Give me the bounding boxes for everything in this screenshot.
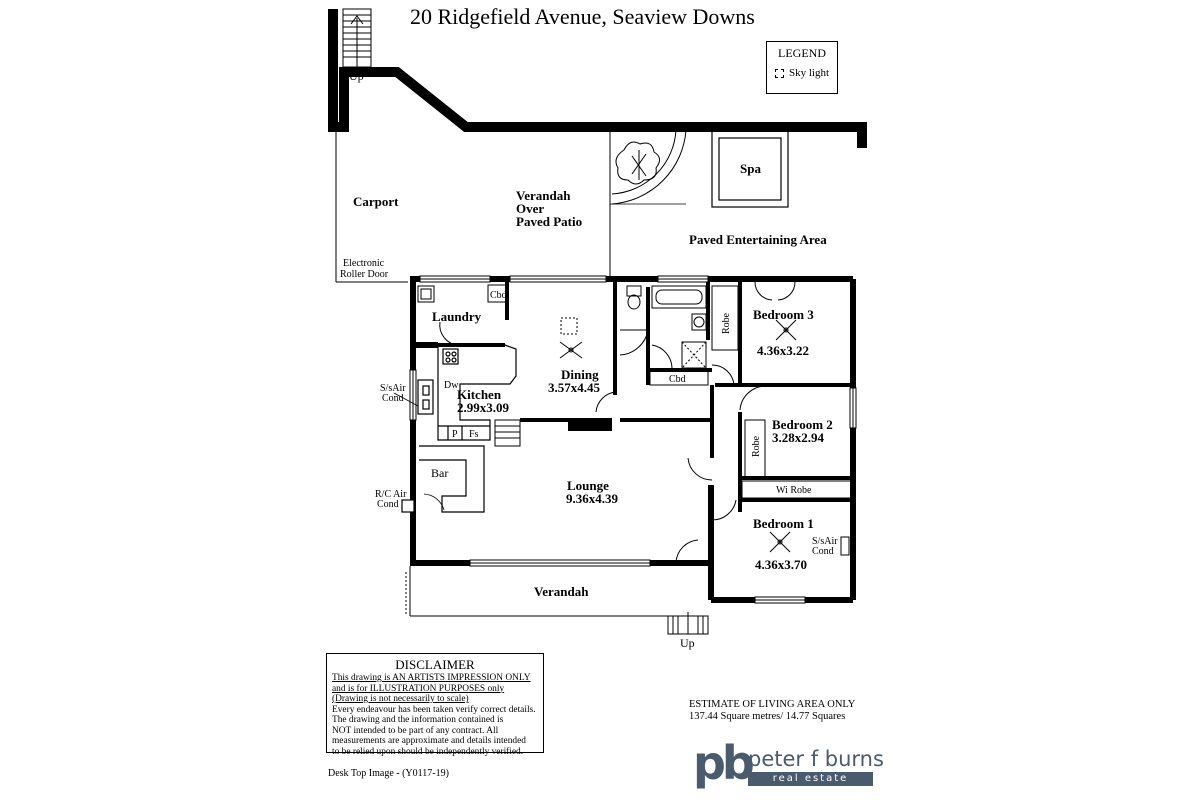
disclaimer-heading: DISCLAIMER xyxy=(395,657,475,672)
stairs-top xyxy=(342,8,372,68)
fridge-space-label: Fs xyxy=(469,429,479,440)
up-label-top: Up xyxy=(349,69,364,83)
entertaining-area-label: Paved Entertaining Area xyxy=(689,232,827,247)
windows xyxy=(409,275,857,604)
boundary-wall xyxy=(328,9,867,148)
kitchen-benches xyxy=(417,344,517,441)
dining-size: 3.57x4.45 xyxy=(548,380,600,395)
air-cond-unit xyxy=(840,536,850,556)
robe-bed3-label: Robe xyxy=(721,312,733,335)
internal-walls xyxy=(415,282,853,512)
logo-name: peter f burns xyxy=(748,747,884,771)
verandah-label: Verandah xyxy=(534,584,589,599)
skylight-icon xyxy=(774,68,784,78)
spa-outline xyxy=(711,130,789,208)
robes xyxy=(741,419,852,499)
ss-air-right-label-2: Cond xyxy=(812,546,834,557)
wi-robe-label: Wi Robe xyxy=(776,485,812,496)
verandah-patio-label-3: Paved Patio xyxy=(516,214,583,229)
disclaimer-line: NOT intended to be part of any contract.… xyxy=(332,725,499,736)
stairs-middle xyxy=(494,419,521,447)
bedroom2-size: 3.28x2.94 xyxy=(772,430,824,445)
stairs-bottom xyxy=(667,612,709,635)
ss-air-right-label-1: S/sAir xyxy=(812,536,838,547)
heater-block xyxy=(568,418,612,431)
disclaimer-line: (Drawing is not necessarily to scale) xyxy=(332,694,469,704)
robe-bed2-label: Robe xyxy=(751,435,763,458)
disclaimer-line: The drawing and the information containe… xyxy=(332,715,504,725)
dishwasher-label: Dw xyxy=(444,380,459,391)
skylight-icon xyxy=(560,317,578,335)
dining-label: Dining xyxy=(561,367,599,382)
disclaimer-line: and is for ILLUSTRATION PURPOSES only xyxy=(332,683,505,694)
legend-item: Sky light xyxy=(767,67,837,79)
rc-air-label-2: Cond xyxy=(377,499,399,510)
roller-door-label-2: Roller Door xyxy=(340,269,389,280)
verandah-outline xyxy=(405,566,708,617)
legend-heading: LEGEND xyxy=(778,46,826,60)
bedroom1-size: 4.36x3.70 xyxy=(755,557,807,572)
bar-counter xyxy=(419,445,485,513)
cbd-laundry-label: Cbd xyxy=(490,290,507,301)
up-label-bottom: Up xyxy=(680,636,695,650)
kitchen-label: Kitchen xyxy=(457,387,502,402)
kitchen-size: 2.99x3.09 xyxy=(457,400,509,415)
cbd-bath-label: Cbd xyxy=(669,374,686,385)
carport-outline xyxy=(335,127,687,283)
rc-air-box xyxy=(401,499,415,513)
page-title: 20 Ridgefield Avenue, Seaview Downs xyxy=(410,4,755,29)
rc-air-label-1: R/C Air xyxy=(375,489,407,500)
bedroom2-label: Bedroom 2 xyxy=(772,417,833,432)
living-area-estimate: ESTIMATE OF LIVING AREA ONLY 137.44 Squa… xyxy=(689,699,855,723)
bedroom3-size: 4.36x3.22 xyxy=(757,343,809,358)
ceiling-fans-bedrooms xyxy=(769,319,797,553)
lounge-label: Lounge xyxy=(567,478,609,493)
legend-box: LEGEND Sky light xyxy=(766,41,838,94)
bathroom-fixtures xyxy=(626,285,739,386)
disclaimer-box: DISCLAIMER This drawing is AN ARTISTS IM… xyxy=(326,653,544,757)
pantry-label: P xyxy=(452,429,458,440)
ceiling-fan-dining xyxy=(559,341,583,359)
bedroom1-label: Bedroom 1 xyxy=(753,516,814,531)
bar-label: Bar xyxy=(431,466,449,480)
door-swings xyxy=(439,281,796,563)
disclaimer-line: to be relied upon should be independentl… xyxy=(332,746,524,757)
logo-monogram: pb xyxy=(693,736,755,790)
disclaimer-line: This drawing is AN ARTISTS IMPRESSION ON… xyxy=(332,673,531,683)
ss-air-left-label-2: Cond xyxy=(382,393,404,404)
spa-label: Spa xyxy=(740,161,761,176)
lounge-size: 9.36x4.39 xyxy=(566,491,618,506)
ss-air-left-label-1: S/sAir xyxy=(380,383,406,394)
verandah-patio-label-2: Over xyxy=(516,201,545,216)
roller-door-label-1: Electronic xyxy=(343,258,385,269)
agency-logo: pb peter f burns real estate xyxy=(693,738,884,792)
estimate-line-2: 137.44 Square metres/ 14.77 Squares xyxy=(689,711,846,722)
laundry-label: Laundry xyxy=(432,309,482,324)
disclaimer-line: measurements are approximate and details… xyxy=(332,736,526,746)
estimate-line-1: ESTIMATE OF LIVING AREA ONLY xyxy=(689,699,856,710)
logo-tagline: real estate xyxy=(748,772,873,786)
laundry-fixtures xyxy=(417,284,507,303)
desk-reference: Desk Top Image - (Y0117-19) xyxy=(328,768,449,779)
bedroom3-label: Bedroom 3 xyxy=(753,307,814,322)
tree-icon xyxy=(615,141,660,185)
disclaimer-line: Every endeavour has been taken verify co… xyxy=(332,704,536,715)
verandah-patio-label-1: Verandah xyxy=(516,188,571,203)
carport-label: Carport xyxy=(353,194,399,209)
legend-item-label: Sky light xyxy=(788,67,830,79)
